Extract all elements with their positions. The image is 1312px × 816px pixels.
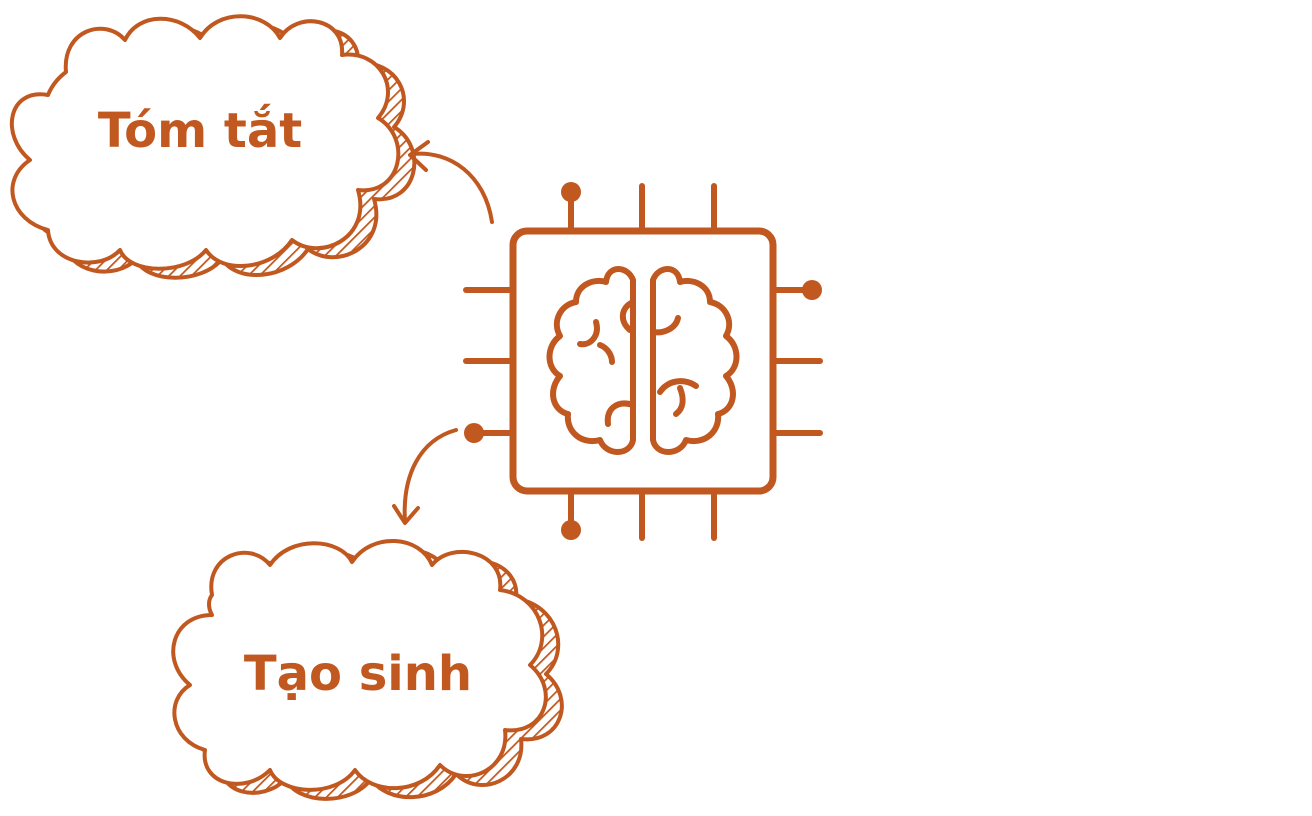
- arrow-to-generate-line: [402, 428, 458, 524]
- ai-chip-brain-icon: [463, 182, 823, 541]
- arrow-to-summarize: [408, 140, 494, 224]
- cloud-summarize: Tóm tắt: [9, 14, 417, 280]
- chip-pin-dots: [464, 182, 822, 540]
- cloud-generate: Tạo sinh: [171, 538, 564, 801]
- arrow-to-generate-head: [392, 504, 420, 525]
- cloud-summarize-body: [9, 14, 401, 271]
- cloud-generate-label: Tạo sinh: [244, 646, 472, 702]
- cloud-summarize-label: Tóm tắt: [98, 103, 302, 159]
- arrow-to-generate: [392, 428, 458, 525]
- arrow-to-summarize-head: [408, 140, 430, 172]
- arrow-to-summarize-line: [410, 151, 494, 224]
- brain-icon: [546, 266, 740, 455]
- cloud-generate-body: [171, 538, 548, 792]
